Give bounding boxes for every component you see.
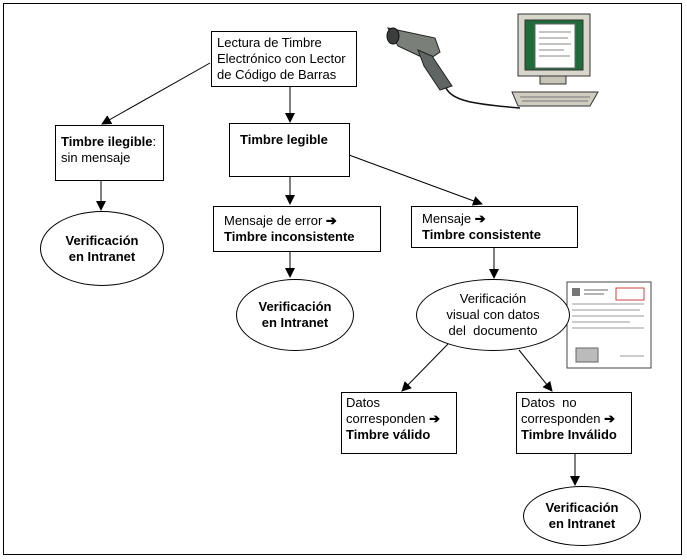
data-nomatch-box: Datos no corresponden ➔ Timbre Inválido [516, 392, 632, 454]
visual-line-3: del documento [448, 323, 538, 338]
error-line-2: Timbre inconsistente [224, 229, 355, 244]
verif3-line-1: Verificación [545, 500, 619, 515]
arrow-visual-to-match [401, 343, 449, 392]
reader-box: Lectura de Timbre Electrónico con Lector… [211, 31, 357, 87]
arrow-right-icon: ➔ [325, 213, 337, 228]
nomatch-line-1: Datos no [521, 395, 577, 410]
arrow-legible-to-consistent [348, 154, 483, 206]
illegible-title-suffix: : [152, 134, 157, 149]
error-message-box: Mensaje de error ➔ Timbre inconsistente [213, 206, 381, 252]
verification-intranet-ellipse-2: Verificación en Intranet [236, 279, 354, 351]
verification-intranet-ellipse-3: Verificación en Intranet [523, 486, 641, 546]
diagram-frame [3, 3, 682, 555]
data-match-box: Datos corresponden ➔ Timbre válido [341, 392, 457, 454]
verif2-line-2: en Intranet [261, 315, 329, 330]
illegible-title: Timbre ilegible [61, 134, 153, 149]
arrow-right-icon: ➔ [429, 411, 441, 426]
visual-check-ellipse: Verificación visual con datos del docume… [416, 279, 570, 351]
match-line-2: corresponden [346, 411, 426, 426]
computer-monitor-icon [511, 13, 599, 107]
illegible-text: sin mensaje [61, 150, 131, 165]
verif1-line-2: en Intranet [68, 248, 136, 264]
match-result: Timbre válido [346, 427, 431, 442]
visual-line-2: visual con datos [446, 307, 540, 322]
nomatch-line-2: corresponden [521, 411, 601, 426]
reader-line-3: de Código de Barras [217, 67, 337, 82]
reader-line-2: Electrónico con Lector [217, 51, 346, 66]
visual-line-1: Verificación [459, 291, 527, 306]
nomatch-result: Timbre Inválido [521, 427, 617, 442]
verif3-line-2: en Intranet [548, 516, 616, 531]
barcode-scanner-icon [386, 27, 521, 109]
verification-intranet-ellipse-1: Verificación en Intranet [40, 211, 164, 286]
verif1-line-1: Verificación [65, 232, 139, 248]
reader-line-1: Lectura de Timbre [217, 35, 322, 50]
legible-title: Timbre legible [240, 132, 328, 147]
arrow-right-icon: ➔ [604, 411, 616, 426]
document-icon [566, 281, 652, 369]
consistent-line-1: Mensaje [422, 211, 472, 226]
error-line-1: Mensaje de error [224, 213, 323, 228]
match-line-1: Datos [346, 395, 380, 410]
consistent-message-box: Mensaje ➔ Timbre consistente [411, 206, 578, 248]
arrow-reader-to-illegible [101, 62, 211, 125]
arrow-right-icon: ➔ [474, 211, 486, 226]
verif2-line-1: Verificación [258, 299, 332, 314]
legible-box: Timbre legible [229, 123, 350, 177]
illegible-box: Timbre ilegible: sin mensaje [55, 125, 164, 181]
consistent-line-2: Timbre consistente [422, 227, 541, 242]
arrow-visual-to-nomatch [518, 349, 553, 392]
